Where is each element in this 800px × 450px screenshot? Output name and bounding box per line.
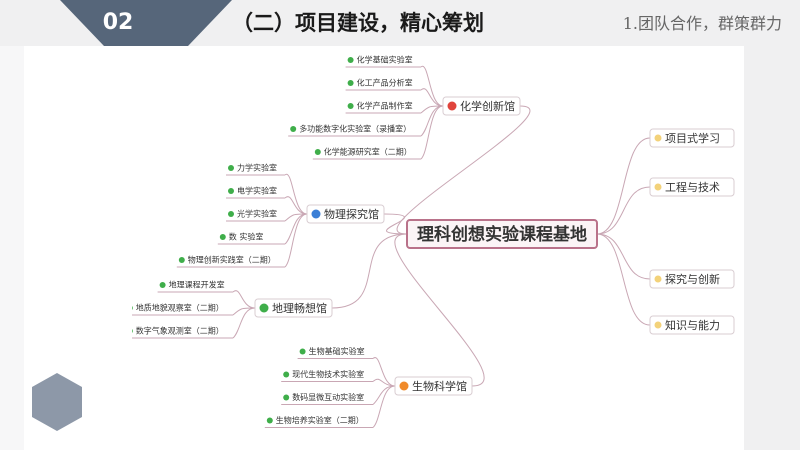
leaf-dot — [159, 282, 166, 288]
leaf-label: 数 实验室 — [229, 232, 264, 242]
right-branch-link — [596, 186, 651, 235]
leaf-label: 化工产品分析室 — [357, 78, 413, 88]
right-branch-dot — [654, 321, 662, 329]
leaf-label: 生物培养实验室（二期） — [276, 415, 364, 425]
leaf-dot — [347, 80, 354, 86]
center-node-label: 理科创想实验课程基地 — [417, 224, 587, 245]
leaf-dot — [228, 188, 234, 194]
leaf-label: 数码显微互动实验室 — [292, 392, 364, 402]
leaf-link — [372, 385, 396, 405]
branch-link — [394, 233, 485, 387]
leaf-label: 电学实验室 — [237, 186, 277, 196]
leaf-label: 光学实验室 — [237, 209, 277, 219]
leaf-label: 生物基础实验室 — [309, 346, 365, 356]
page-subtitle: 1.团队合作，群策群力 — [622, 14, 782, 33]
leaf-dot — [283, 371, 290, 378]
leaf-label: 地质地貌观察室（二期） — [136, 303, 224, 313]
leaf-dot — [228, 211, 234, 217]
leaf-dot — [178, 257, 185, 263]
leaf-link — [420, 88, 444, 107]
section-number: 02 — [102, 10, 134, 35]
right-branch-link — [596, 233, 651, 280]
section-tab — [0, 0, 232, 46]
leaf-dot — [290, 126, 297, 132]
leaf-link — [232, 307, 256, 339]
leaf-link — [372, 357, 396, 387]
right-branch-label: 知识与能力 — [665, 318, 720, 332]
leaf-dot — [219, 234, 226, 240]
branch-node-label: 地理畅想馆 — [272, 301, 327, 315]
right-branch-dot — [654, 134, 662, 142]
leaf-link — [232, 290, 256, 309]
right-branch-label: 工程与技术 — [665, 181, 720, 194]
center-node-box — [406, 219, 598, 249]
leaf-label: 现代生物技术实验室 — [292, 369, 364, 379]
right-branch-label: 项目式学习 — [665, 131, 720, 145]
right-branch-dot — [654, 275, 662, 283]
leaf-label: 化学能源研究室（二期） — [324, 147, 412, 157]
links-layer — [232, 65, 651, 428]
leaf-label: 地理课程开发室 — [169, 280, 225, 290]
leaf-label: 数字气象观测室（二期） — [136, 326, 224, 336]
branch-link — [331, 233, 408, 309]
branch-node-label: 化学创新馆 — [460, 99, 515, 113]
leaf-label: 多功能数字化实验室（录播室） — [299, 124, 411, 134]
right-branch-label: 探究与创新 — [665, 272, 720, 286]
branch-node-box — [394, 376, 473, 396]
right-branch-box — [649, 177, 735, 197]
branch-icon — [311, 209, 321, 219]
right-branch-link — [596, 233, 651, 326]
leaf-label: 化学基础实验室 — [357, 55, 413, 65]
leaf-link — [284, 173, 308, 215]
leaf-dot — [347, 57, 354, 63]
leaf-dot — [132, 305, 133, 311]
branch-node-box — [254, 298, 333, 318]
branch-link — [396, 105, 531, 235]
branch-node-label: 生物科学馆 — [412, 379, 467, 393]
leaf-dot — [314, 149, 321, 155]
leaf-dot — [347, 103, 354, 109]
leaf-dot — [266, 417, 273, 424]
branch-node-box — [442, 96, 521, 116]
leaf-dot — [283, 394, 290, 401]
right-branch-box — [649, 315, 735, 335]
right-branch-box — [649, 269, 735, 289]
mindmap-diagram: 理科创想实验课程基地 化学创新馆 化学基础实验室化工产品分析室化学产品制作室多功能数… — [132, 55, 735, 428]
leaf-link — [232, 307, 256, 316]
leaf-dot — [228, 165, 234, 171]
leaf-label: 力学实验室 — [237, 163, 277, 173]
branch-icon — [259, 303, 269, 313]
mindmap-canvas: 理科创想实验课程基地 化学创新馆 化学基础实验室化工产品分析室化学产品制作室多功能数… — [132, 46, 744, 450]
leaf-link — [420, 65, 444, 107]
leaf-label: 化学产品制作室 — [357, 101, 413, 111]
leaf-label: 物理创新实践室（二期） — [188, 255, 276, 265]
branch-node-label: 物理探究馆 — [324, 207, 379, 221]
leaf-link — [372, 385, 396, 428]
branch-icon — [447, 101, 457, 111]
leaf-link — [420, 105, 444, 160]
right-branch-dot — [654, 183, 662, 191]
branch-link — [383, 213, 408, 235]
leaf-link — [284, 196, 308, 215]
right-branch-box — [649, 128, 735, 148]
page-title: （二）项目建设，精心筹划 — [232, 11, 484, 35]
hexagon-decoration — [30, 372, 84, 436]
left-strip — [0, 46, 24, 450]
leaf-link — [372, 378, 396, 387]
leaf-link — [284, 213, 308, 268]
right-strip — [744, 46, 800, 450]
right-branch-link — [596, 137, 651, 235]
leaf-dot — [132, 328, 133, 334]
branch-icon — [399, 381, 409, 391]
leaf-dot — [299, 348, 306, 355]
branch-node-box — [306, 204, 385, 224]
